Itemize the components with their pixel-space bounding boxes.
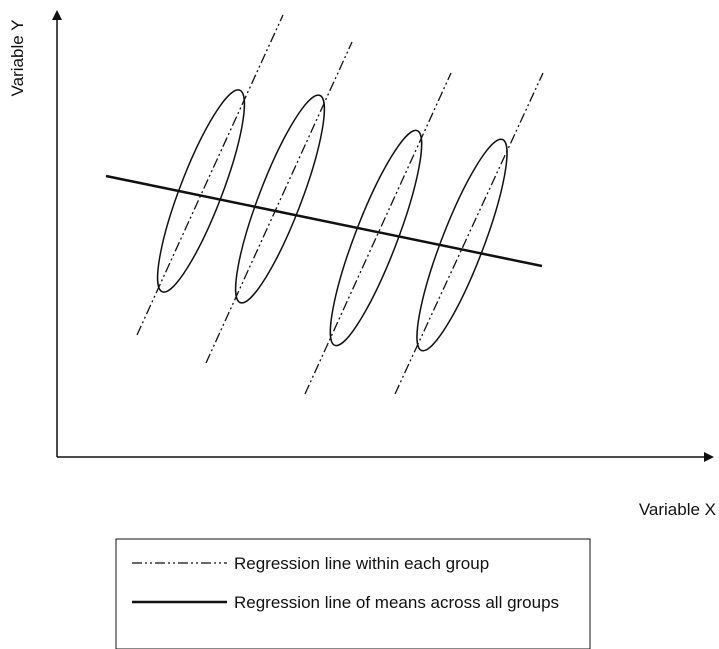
legend: Regression line within each group Regres…: [115, 538, 591, 649]
group-2: [205, 41, 353, 364]
group-3-regression-line: [304, 72, 452, 395]
x-axis-label: Variable X: [639, 500, 716, 519]
group-1-ellipse: [156, 89, 246, 293]
group-3: [304, 72, 452, 395]
group-1-regression-line: [136, 14, 284, 336]
y-axis-label: Variable Y: [8, 20, 27, 97]
group-4-regression-line: [394, 72, 544, 395]
group-2-ellipse: [234, 94, 326, 304]
group-4: [394, 72, 544, 395]
means-regression-line: [105, 174, 543, 268]
group-1: [136, 14, 284, 336]
legend-item-means: Regression line of means across all grou…: [234, 593, 559, 612]
group-3-ellipse: [329, 129, 423, 347]
legend-item-within-group: Regression line within each group: [234, 554, 489, 573]
group-2-regression-line: [205, 41, 353, 364]
legend-box: [115, 538, 591, 649]
